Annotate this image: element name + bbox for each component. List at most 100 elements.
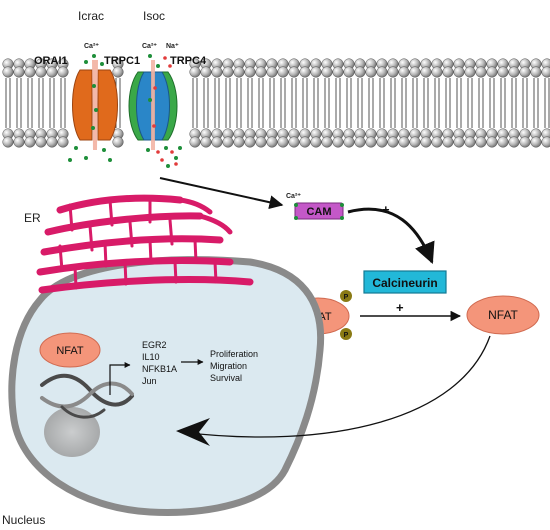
lipid-head (332, 66, 344, 78)
lipid-head (398, 66, 410, 78)
dna-helix (40, 373, 134, 419)
lipid-head (365, 136, 377, 148)
lipid-head (244, 66, 256, 78)
lipid-heads (2, 58, 550, 148)
lipid-head (46, 136, 58, 148)
lipid-head (376, 136, 388, 148)
sodium-ions (152, 56, 178, 166)
lipid-head (475, 136, 487, 148)
lipid-tail (401, 78, 407, 128)
lipid-head (244, 136, 256, 148)
gene-item: EGR2 (142, 340, 167, 350)
lipid-head (112, 66, 124, 78)
lipid-tail (49, 78, 55, 128)
lipid-tail (368, 78, 374, 128)
svg-text:P: P (344, 332, 349, 339)
trpc1-label: TRPC1 (104, 55, 140, 67)
gene-item: NFKB1A (142, 364, 177, 374)
lipid-head (57, 66, 69, 78)
lipid-head (519, 66, 531, 78)
lipid-head (497, 136, 509, 148)
lipid-tail (456, 78, 462, 128)
lipid-head (409, 136, 421, 148)
gene-item: Jun (142, 376, 157, 386)
lipid-head (321, 136, 333, 148)
lipid-head (464, 66, 476, 78)
lipid-tail (445, 78, 451, 128)
cam-label: CAM (306, 206, 331, 218)
lipid-tail (357, 78, 363, 128)
plus-upper: + (382, 202, 390, 217)
lipid-head (2, 136, 14, 148)
lipid-head (277, 66, 289, 78)
lipid-head (222, 66, 234, 78)
lipid-tail (16, 78, 22, 128)
lipid-tail (192, 78, 198, 128)
lipid-head (541, 66, 550, 78)
lipid-tail (412, 78, 418, 128)
lipid-head (475, 66, 487, 78)
cam-box: CAM (294, 202, 344, 220)
lipid-head (46, 66, 58, 78)
lipid-head (112, 136, 124, 148)
lipid-tail (269, 78, 275, 128)
icrac-label: Icrac (78, 9, 104, 23)
orai1-label: ORAI1 (34, 55, 68, 67)
outcome-item: Proliferation (210, 349, 258, 359)
orai1-channel (72, 60, 118, 150)
lipid-head (35, 136, 47, 148)
lipid-tail (5, 78, 11, 128)
lipid-head (431, 66, 443, 78)
isoc-label: Isoc (143, 9, 165, 23)
lipid-tail (324, 78, 330, 128)
lipid-tail (225, 78, 231, 128)
lipid-tail (280, 78, 286, 128)
lipid-head (354, 136, 366, 148)
ca-ion-label-trpc: Ca²⁺ (142, 43, 157, 50)
gene-item: IL10 (142, 352, 160, 362)
lipid-head (354, 66, 366, 78)
lipid-head (200, 136, 212, 148)
lipid-head (288, 136, 300, 148)
lipid-head (541, 136, 550, 148)
lipid-head (222, 136, 234, 148)
nucleus (8, 256, 325, 516)
lipid-head (365, 66, 377, 78)
lipid-head (530, 136, 542, 148)
trpc4-label: TRPC4 (170, 55, 207, 67)
lipid-head (486, 136, 498, 148)
lipid-head (508, 66, 520, 78)
endoplasmic-reticulum (36, 194, 254, 294)
lipid-head (431, 136, 443, 148)
nfat-free: NFAT (466, 295, 540, 335)
phosphate-group: P (340, 328, 352, 340)
outcome-item: Survival (210, 373, 242, 383)
lipid-head (57, 136, 69, 148)
lipid-tail (489, 78, 495, 128)
lipid-head (442, 136, 454, 148)
lipid-head (453, 66, 465, 78)
lipid-head (453, 136, 465, 148)
lipid-head (189, 136, 201, 148)
arrow-to-cam (159, 177, 284, 210)
lipid-tail (335, 78, 341, 128)
lipid-head (420, 136, 432, 148)
ca-cam-label: Ca²⁺ (286, 193, 301, 200)
er-label: ER (24, 211, 41, 225)
lipid-tail (346, 78, 352, 128)
lipid-head (387, 66, 399, 78)
lipid-head (497, 66, 509, 78)
lipid-tail (423, 78, 429, 128)
lipid-tail (434, 78, 440, 128)
lipid-head (255, 66, 267, 78)
lipid-head (233, 66, 245, 78)
lipid-head (310, 66, 322, 78)
lipid-tail (236, 78, 242, 128)
target-gene-list: EGR2 IL10 NFKB1A Jun (142, 340, 177, 386)
plus-lower: + (396, 300, 404, 315)
lipid-head (332, 136, 344, 148)
calcineurin-label: Calcineurin (372, 276, 437, 290)
lipid-tail (379, 78, 385, 128)
lipid-tail (60, 78, 66, 128)
